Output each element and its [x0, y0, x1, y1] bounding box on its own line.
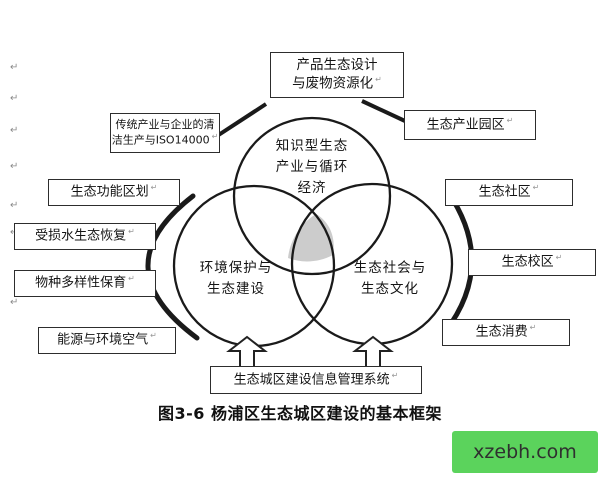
box-water-restoration: 受损水生态恢复↵ — [14, 223, 156, 250]
return-mark-icon: ↵ — [150, 183, 158, 193]
box-label: 与废物资源化↵ — [292, 74, 382, 92]
return-mark-icon: ↵ — [10, 200, 19, 211]
box-eco-campus: 生态校区↵ — [468, 249, 596, 276]
figure-caption: 图3-6 杨浦区生态城区建设的基本框架 — [158, 404, 442, 423]
return-mark-icon: ↵ — [211, 132, 219, 142]
box-label: 生态校区↵ — [501, 253, 563, 270]
box-label: 能源与环境空气↵ — [57, 331, 157, 348]
box-energy-air: 能源与环境空气↵ — [38, 327, 176, 354]
return-mark-icon: ↵ — [10, 297, 19, 308]
venn-label-knowledge-industry: 知识型生态 产业与循环 经济 — [275, 138, 349, 196]
box-biodiversity: 物种多样性保育↵ — [14, 270, 156, 297]
venn-overlap-shade — [288, 214, 334, 262]
box-label: 生态社区↵ — [478, 183, 540, 200]
return-mark-icon: ↵ — [391, 370, 399, 380]
return-mark-icon: ↵ — [555, 253, 563, 263]
box-label: 生态产业园区↵ — [426, 115, 514, 133]
box-label: 物种多样性保育↵ — [35, 274, 135, 291]
box-eco-community: 生态社区↵ — [445, 179, 573, 206]
return-mark-icon: ↵ — [128, 227, 135, 237]
return-mark-icon: ↵ — [10, 161, 19, 172]
venn-label-society-culture: 生态社会与 生态文化 — [353, 260, 427, 297]
box-eco-industrial-park: 生态产业园区↵ — [404, 110, 536, 140]
box-label: 生态城区建设信息管理系统↵ — [233, 370, 399, 388]
box-cleaner-production: 传统产业与企业的清 洁生产与ISO14000↵ — [110, 113, 220, 153]
box-label: 生态功能区划↵ — [70, 183, 158, 200]
return-mark-icon: ↵ — [10, 62, 19, 73]
return-mark-icon: ↵ — [532, 183, 540, 193]
up-arrow-right — [352, 335, 394, 370]
box-label: 受损水生态恢复↵ — [35, 227, 135, 244]
box-info-system: 生态城区建设信息管理系统↵ — [210, 366, 422, 394]
box-label: 生态消费↵ — [475, 323, 537, 340]
return-mark-icon: ↵ — [10, 93, 19, 104]
return-mark-icon: ↵ — [150, 331, 157, 341]
box-label: 产品生态设计 — [296, 57, 378, 74]
connector-industrial-park — [361, 99, 406, 123]
return-mark-icon: ↵ — [375, 74, 382, 84]
watermark-button[interactable]: xzebh.com — [452, 431, 598, 473]
up-arrow-left — [226, 335, 268, 370]
box-eco-consumption: 生态消费↵ — [442, 319, 570, 346]
box-product-eco-design: 产品生态设计 与废物资源化↵ — [270, 52, 404, 98]
return-mark-icon: ↵ — [506, 115, 514, 125]
box-eco-function-zoning: 生态功能区划↵ — [48, 179, 180, 206]
return-mark-icon: ↵ — [128, 274, 135, 284]
box-label: 洁生产与ISO14000↵ — [111, 132, 219, 147]
return-mark-icon: ↵ — [529, 323, 537, 333]
box-label: 传统产业与企业的清 — [115, 117, 215, 131]
connector-cleaner-production — [215, 102, 268, 138]
venn-label-environment: 环境保护与 生态建设 — [199, 260, 273, 297]
return-mark-icon: ↵ — [10, 125, 19, 136]
